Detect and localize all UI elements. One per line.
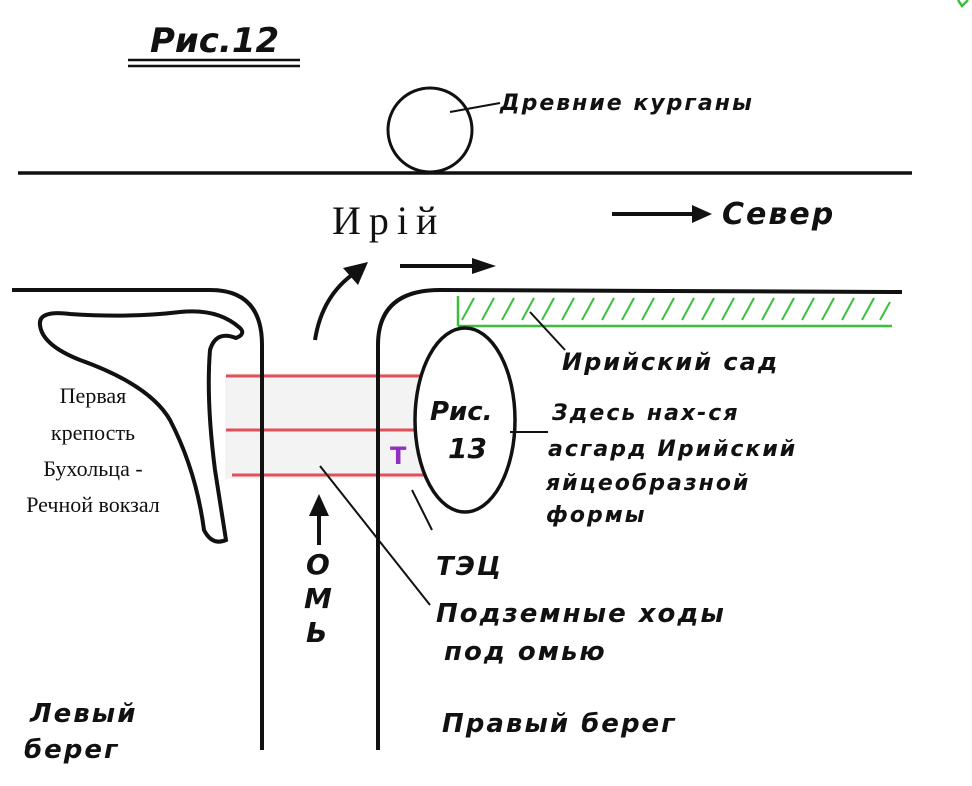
fortress-line-4: Речной вокзал <box>26 492 160 517</box>
corner-mark <box>956 0 969 8</box>
fig13-label-line-1: Рис. <box>430 397 493 427</box>
asgard-line-1: Здесь нах-ся <box>551 401 739 426</box>
river-letter-3: Ь <box>306 616 327 649</box>
flow-arrow-head <box>472 258 496 274</box>
river-letter-2: М <box>304 582 332 615</box>
curved-arrow-shaft <box>313 270 358 341</box>
tets-label: ТЭЦ <box>436 552 503 582</box>
river-name: О М Ь <box>304 548 332 649</box>
mound-leader-line <box>449 102 501 113</box>
river-letter-1: О <box>306 548 330 581</box>
tunnel-band <box>226 374 426 478</box>
left-bank-line-1: Левый <box>29 699 137 729</box>
river-arrow-head <box>309 494 329 516</box>
river-left-bank <box>12 288 264 750</box>
asgard-line-4: формы <box>546 503 647 528</box>
fortress-label: Первая крепость Бухольца - Речной вокзал <box>26 383 160 517</box>
tunnels-label: Подземные ходы под омью <box>436 599 726 667</box>
tunnels-leader-line <box>319 465 431 606</box>
river-right-bank <box>376 287 903 750</box>
fortress-line-1: Первая <box>60 383 127 408</box>
tets-leader-line <box>411 489 433 531</box>
left-bank-label: Левый берег <box>24 699 137 765</box>
fortress-line-2: крепость <box>51 420 135 445</box>
figure-label: Рис.12 <box>150 21 279 61</box>
first-fortress-shape <box>37 309 245 544</box>
garden-label: Ирийский сад <box>562 348 779 376</box>
mound-circle <box>386 86 474 174</box>
fortress-line-3: Бухольца - <box>43 456 142 481</box>
left-bank-line-2: берег <box>24 735 120 765</box>
tets-marker: Т <box>390 442 407 470</box>
mounds-label: Древние курганы <box>499 91 754 116</box>
right-bank-label: Правый берег <box>442 709 677 739</box>
asgard-label: Здесь нах-ся асгард Ирийский яйцеобразно… <box>545 401 797 528</box>
garden-leader-line <box>529 311 566 351</box>
tunnels-line-2: под омью <box>444 637 607 667</box>
curved-arrow-head <box>343 262 368 285</box>
asgard-oval <box>413 326 517 514</box>
iriy-garden-hatch <box>456 296 892 328</box>
fig13-label-line-2: 13 <box>448 432 487 465</box>
iriy-label: Ирій <box>332 198 445 243</box>
tunnels-line-1: Подземные ходы <box>436 599 726 629</box>
north-arrow-head <box>692 205 712 223</box>
asgard-line-2: асгард Ирийский <box>548 437 797 462</box>
north-label: Север <box>722 197 835 232</box>
asgard-line-3: яйцеобразной <box>545 471 750 496</box>
